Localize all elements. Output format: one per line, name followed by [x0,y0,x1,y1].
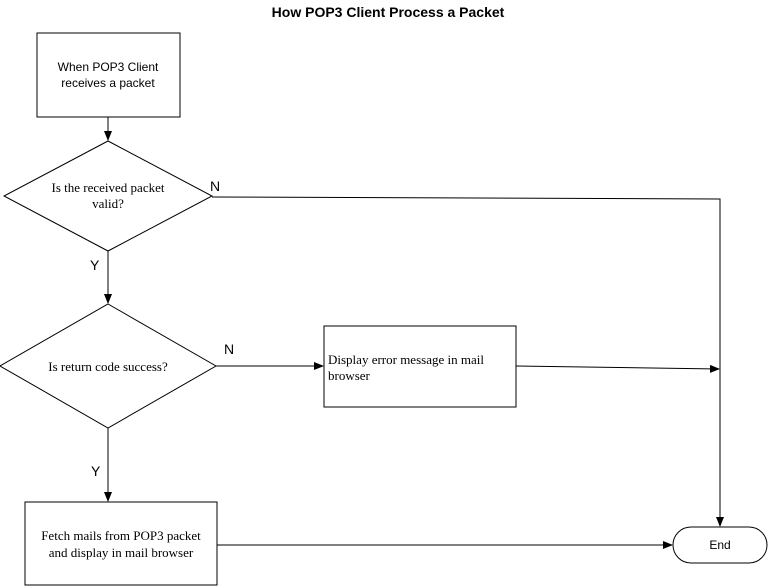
end-terminator: End [672,526,768,564]
valid-decision-text-line-2: valid? [92,196,124,211]
fetch-box-text-line-1: Fetch mails from POP3 packet [41,528,201,543]
code-decision-text: Is return code success? [48,359,168,374]
fetch-box-text-line-2: and display in mail browser [49,545,194,560]
code-yes-label: Y [91,463,101,479]
error-message-box: Display error message in mail browser [323,325,517,408]
diagram-title: How POP3 Client Process a Packet [272,4,505,20]
start-process-text-line-1: When POP3 Client [58,60,159,74]
valid-yes-label: Y [90,257,100,273]
start-process-text-line-2: receives a packet [61,76,155,90]
valid-no-label: N [210,178,220,194]
end-text: End [709,538,730,552]
code-no-label: N [224,341,234,357]
arrow-error-to-trunk [515,364,720,373]
return-code-decision: Is return code success? [0,303,218,429]
arrow-valid-no-to-end [211,196,724,527]
fetch-mails-box: Fetch mails from POP3 packet and display… [24,501,218,586]
valid-decision-text-line-1: Is the received packet [52,180,165,195]
valid-packet-decision: Is the received packet valid? [2,140,214,252]
error-box-text-line-1: Display error message in mail [328,352,484,367]
start-process-box: When POP3 Client receives a packet [36,32,181,118]
error-box-text-line-2: browser [328,368,371,383]
